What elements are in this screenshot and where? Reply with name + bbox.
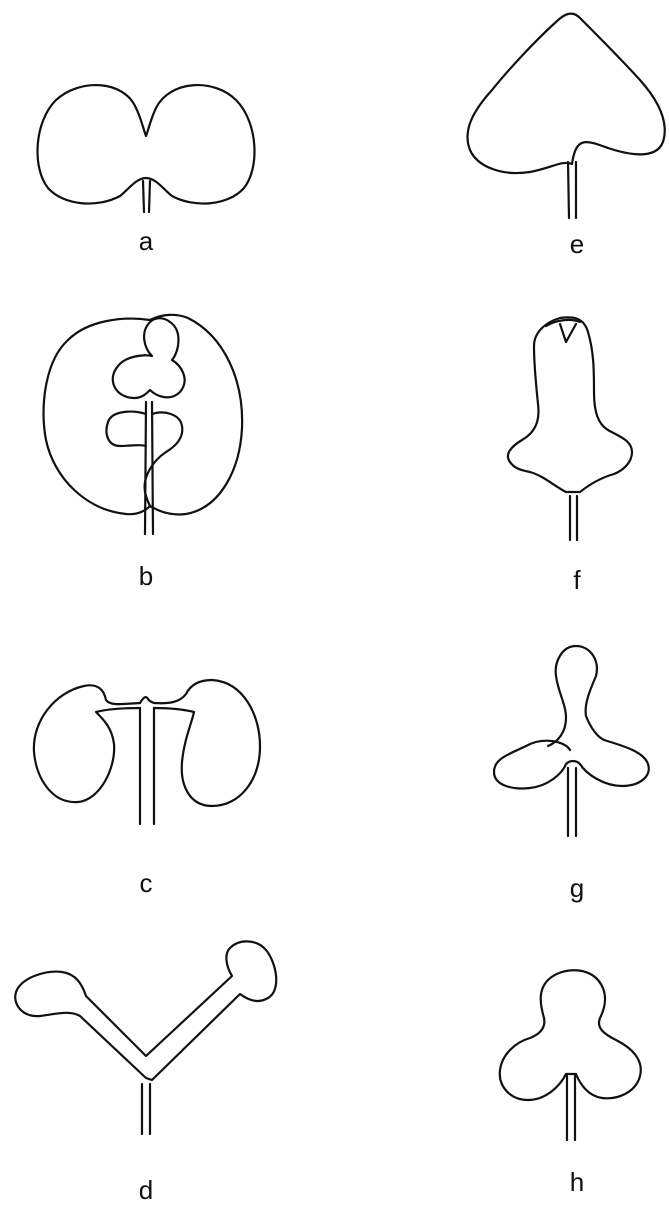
panel-label-h: h bbox=[557, 1167, 597, 1197]
leaf-c-midrib bbox=[140, 697, 154, 703]
leaf-shape-g bbox=[494, 646, 649, 836]
leaf-a-stalk bbox=[143, 181, 150, 212]
leaf-shape-a bbox=[38, 85, 255, 212]
leaf-h-stalk bbox=[567, 1076, 575, 1140]
panel-label-f: f bbox=[557, 565, 597, 595]
panel-label-d: d bbox=[126, 1175, 166, 1205]
leaf-f-stalk bbox=[570, 496, 577, 540]
leaf-f-tip-fold bbox=[546, 320, 580, 342]
panel-label-g: g bbox=[557, 873, 597, 903]
panel-label-b: b bbox=[126, 561, 166, 591]
leaf-h-outline bbox=[500, 970, 641, 1100]
leaf-shape-d bbox=[15, 941, 276, 1134]
leaf-d-outline bbox=[15, 941, 276, 1080]
leaf-g-stalk bbox=[568, 768, 576, 836]
leaf-shape-c bbox=[34, 680, 260, 824]
leaf-d-stalk bbox=[142, 1084, 150, 1134]
leaf-b-upper-lobe bbox=[113, 318, 185, 398]
panel-label-a: a bbox=[126, 226, 166, 256]
leaf-shape-b bbox=[44, 315, 243, 534]
leaf-g-outline bbox=[494, 646, 649, 788]
leaf-b-outer bbox=[44, 315, 243, 515]
leaf-e-stalk bbox=[568, 162, 576, 218]
leaf-e-outline bbox=[467, 14, 664, 173]
leaf-shape-h bbox=[500, 970, 641, 1140]
leaf-c-right-lobe bbox=[154, 680, 260, 806]
leaf-f-outline bbox=[508, 317, 632, 492]
leaf-b-stalk bbox=[145, 402, 153, 534]
panel-label-c: c bbox=[126, 868, 166, 898]
leaf-c-left-lobe bbox=[34, 685, 140, 802]
leaf-a-outline bbox=[38, 85, 255, 204]
leaf-shape-e bbox=[467, 14, 664, 218]
leaf-c-stalk bbox=[140, 708, 154, 824]
leaf-shape-f bbox=[508, 317, 632, 540]
panel-label-e: e bbox=[557, 229, 597, 259]
